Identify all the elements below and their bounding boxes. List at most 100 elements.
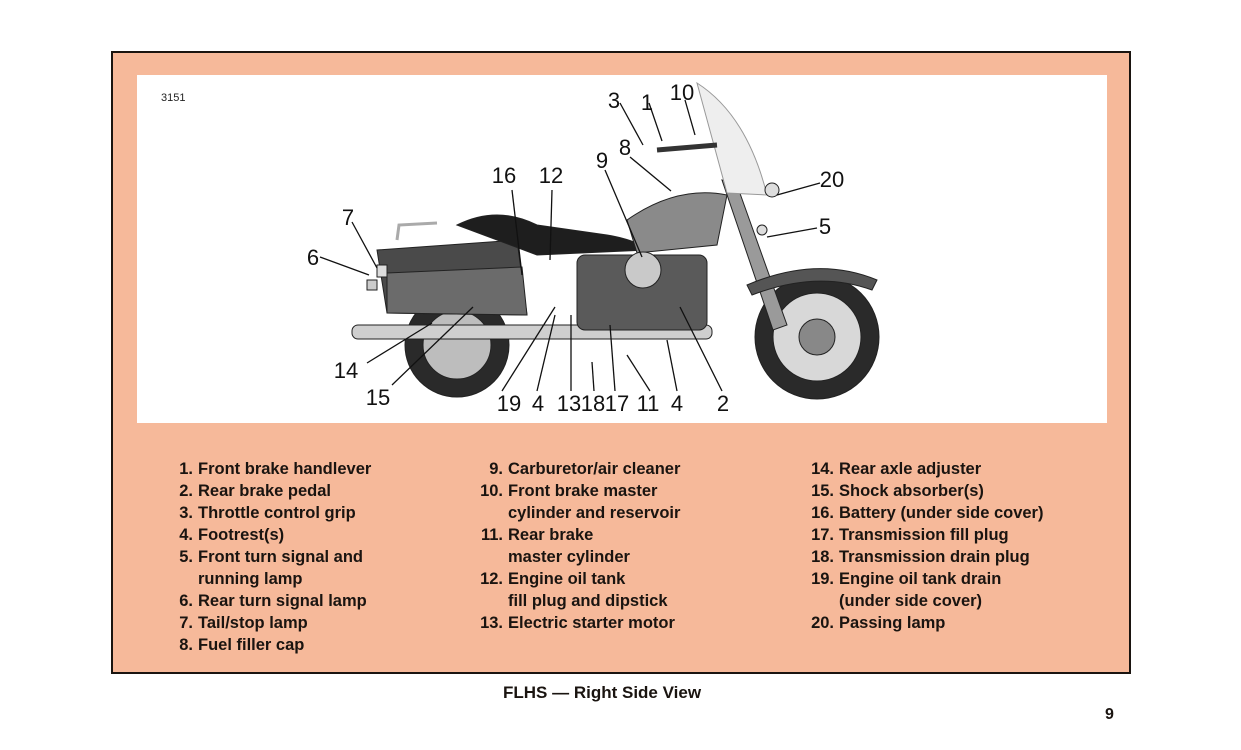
legend-item: 19. Engine oil tank drain — [804, 568, 1043, 590]
legend-item-text: Footrest(s) — [198, 526, 285, 544]
legend-item-text: master cylinder — [508, 548, 630, 566]
callout-7: 7 — [342, 205, 354, 230]
callout-10: 10 — [670, 80, 694, 105]
legend-item: master cylinder — [473, 546, 680, 568]
legend-item-number: 4. — [179, 526, 193, 544]
legend-item: 7. Tail/stop lamp — [172, 612, 371, 634]
callout-15: 15 — [366, 385, 390, 410]
legend-item-number: 1. — [179, 460, 193, 478]
callout-1: 1 — [641, 90, 653, 115]
legend-item-text: Front brake master — [508, 482, 658, 500]
legend-item-number: 10. — [480, 482, 503, 500]
legend-item-text: fill plug and dipstick — [508, 592, 668, 610]
callout-13: 13 — [557, 391, 581, 416]
legend-item-text: Front brake handlever — [198, 460, 372, 478]
legend-item-text: Passing lamp — [839, 614, 946, 632]
callout-17: 17 — [605, 391, 629, 416]
legend-item: 17. Transmission fill plug — [804, 524, 1043, 546]
callout-16: 16 — [492, 163, 516, 188]
callout-14: 14 — [334, 358, 358, 383]
front-fork — [721, 179, 788, 331]
callout-labels: 3 1 10 8 9 16 12 20 7 5 6 14 15 19 4 13 … — [307, 80, 844, 416]
legend-item-number: 16. — [811, 504, 834, 522]
legend-item-text: Carburetor/air cleaner — [508, 460, 681, 478]
legend-item-number: 19. — [811, 570, 834, 588]
legend-column-2: 9. Carburetor/air cleaner 10. Front brake m… — [473, 458, 680, 634]
legend-item-number — [473, 590, 503, 612]
callout-9: 9 — [596, 148, 608, 173]
legend-item: 10. Front brake master — [473, 480, 680, 502]
legend-item-text: Fuel filler cap — [198, 636, 305, 654]
legend-item: 8. Fuel filler cap — [172, 634, 371, 656]
callout-20: 20 — [820, 167, 844, 192]
callout-6: 6 — [307, 245, 319, 270]
motorcycle-photo: 3 15 1 — [137, 75, 1107, 423]
legend-item: running lamp — [172, 568, 371, 590]
legend-item: 5. Front turn signal and — [172, 546, 371, 568]
legend-item-number: 3. — [179, 504, 193, 522]
legend-item-text: cylinder and reservoir — [508, 504, 681, 522]
legend-item-number: 13. — [480, 614, 503, 632]
callout-4a: 4 — [532, 391, 544, 416]
legend-item: (under side cover) — [804, 590, 1043, 612]
legend-item: 1. Front brake handlever — [172, 458, 371, 480]
legend-item-number: 12. — [480, 570, 503, 588]
legend-item-text: Tail/stop lamp — [198, 614, 308, 632]
legend-item-text: Throttle control grip — [198, 504, 356, 522]
legend-item: fill plug and dipstick — [473, 590, 680, 612]
legend-item-number: 7. — [179, 614, 193, 632]
callout-3: 3 — [608, 88, 620, 113]
fuel-tank — [626, 192, 728, 254]
legend-item: 13. Electric starter motor — [473, 612, 680, 634]
callout-5: 5 — [819, 214, 831, 239]
legend-item-number: 15. — [811, 482, 834, 500]
callout-4b: 4 — [671, 391, 683, 416]
handlebar — [656, 142, 718, 153]
legend-item: cylinder and reservoir — [473, 502, 680, 524]
legend-item-number: 9. — [489, 460, 503, 478]
legend-item-text: Rear turn signal lamp — [198, 592, 367, 610]
legend-item: 18.Transmission drain plug — [804, 546, 1043, 568]
legend-item-number: 2. — [179, 482, 193, 500]
callout-19: 19 — [497, 391, 521, 416]
legend-item-number — [473, 502, 503, 524]
legend-item: 11. Rear brake — [473, 524, 680, 546]
legend-item-number: 8. — [179, 636, 193, 654]
callout-11: 11 — [637, 391, 660, 416]
legend-item-text: Transmission fill plug — [839, 526, 1009, 544]
legend-item: 16. Battery (under side cover) — [804, 502, 1043, 524]
legend-item-number: 17. — [811, 526, 834, 544]
legend-item-number — [804, 590, 834, 612]
legend-item: 3. Throttle control grip — [172, 502, 371, 524]
legend-item-text: Front turn signal and — [198, 548, 363, 566]
front-fender — [746, 268, 878, 296]
legend-item-text: Electric starter motor — [508, 614, 675, 632]
callout-18: 18 — [581, 391, 605, 416]
legend-item-number: 6. — [179, 592, 193, 610]
legend-item: 14.Rear axle adjuster — [804, 458, 1043, 480]
legend-item-number: 20. — [811, 614, 834, 632]
legend-item-text: Rear brake — [508, 526, 594, 544]
motorcycle-illustration: 3 1 10 8 9 16 12 20 7 5 6 14 15 19 4 13 … — [307, 80, 880, 416]
legend-item-text: Rear brake pedal — [198, 482, 331, 500]
legend-item-number: 14. — [811, 460, 834, 478]
legend-item: 20. Passing lamp — [804, 612, 1043, 634]
legend-item: 6. Rear turn signal lamp — [172, 590, 371, 612]
legend-item-text: (under side cover) — [839, 592, 983, 610]
windshield — [696, 81, 768, 196]
legend-item-number — [473, 546, 503, 568]
legend-item-number: 18. — [811, 548, 834, 566]
leader-lines — [319, 99, 821, 392]
legend-item: 2. Rear brake pedal — [172, 480, 371, 502]
legend-item-text: Battery (under side cover) — [839, 504, 1044, 522]
legend-item: 9. Carburetor/air cleaner — [473, 458, 680, 480]
figure-caption: FLHS — Right Side View — [503, 683, 702, 702]
legend-item-text: Engine oil tank drain — [839, 570, 1002, 588]
legend-item: 15.Shock absorber(s) — [804, 480, 1043, 502]
legend-item-number: 11. — [480, 526, 503, 544]
legend-item-number: 5. — [179, 548, 193, 566]
air-cleaner — [624, 251, 662, 289]
page-number: 9 — [1105, 706, 1114, 723]
legend-item-text: Engine oil tank — [508, 570, 626, 588]
